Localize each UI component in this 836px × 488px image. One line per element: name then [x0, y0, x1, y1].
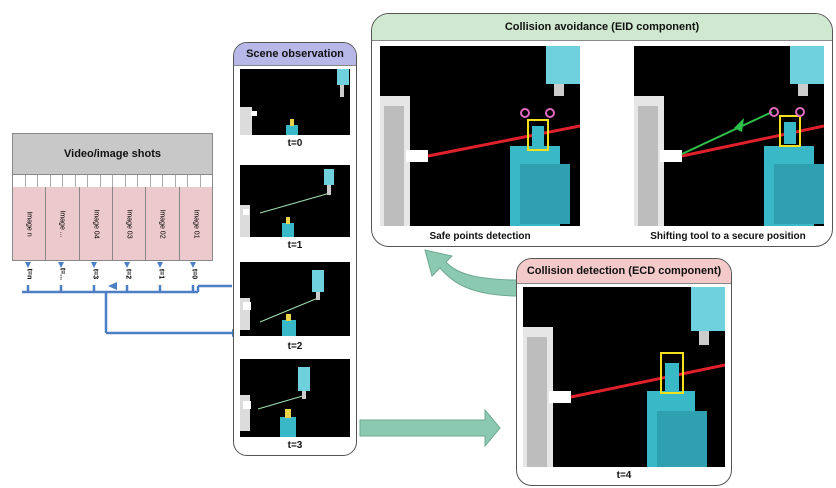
green-arrow-to-ecd	[359, 408, 501, 448]
image-cell: Image 01	[179, 187, 212, 260]
ecd-frame	[523, 287, 726, 467]
image-cell: Image 03	[112, 187, 147, 260]
ecd-caption: t=4	[616, 470, 632, 481]
scene-frame-label: t=0	[287, 138, 303, 149]
scene-title: Scene observation	[234, 43, 356, 66]
eid-frame-shift	[634, 46, 825, 226]
scene-frame	[240, 262, 350, 336]
eid-title: Collision avoidance (EID component)	[372, 14, 832, 41]
eid-caption-safe-points: Safe points detection	[429, 231, 531, 242]
green-arrow-to-eid	[424, 249, 521, 297]
image-cell: Image n	[13, 187, 47, 260]
image-cell: Image ...	[46, 187, 80, 260]
scene-observation-panel: Scene observation t=0 t=1	[233, 42, 357, 456]
image-cells: Image n Image ... Image 04 Image 03 Imag…	[13, 187, 212, 260]
ecd-title: Collision detection (ECD component)	[517, 259, 731, 284]
eid-caption-shift: Shifting tool to a secure position	[650, 231, 806, 242]
image-cell: Image 02	[146, 187, 180, 260]
scene-frame	[240, 359, 350, 437]
scene-frame-label: t=1	[287, 240, 303, 251]
eid-frame-safe-points	[380, 46, 581, 226]
scene-frame-label: t=3	[287, 440, 303, 451]
scene-frame	[240, 69, 350, 137]
flow-arrow-head	[108, 282, 117, 290]
image-cell: Image 04	[79, 187, 113, 260]
video-block-title: Video/image shots	[13, 134, 212, 174]
ecd-panel: Collision detection (ECD component) t=4	[516, 258, 732, 486]
eid-panel: Collision avoidance (EID component) Safe…	[371, 13, 833, 247]
scene-frame	[240, 165, 350, 237]
film-strip	[13, 174, 212, 188]
scene-frame-label: t=2	[287, 341, 303, 352]
video-image-block: Video/image shots Image n Image ... Imag…	[12, 133, 213, 261]
